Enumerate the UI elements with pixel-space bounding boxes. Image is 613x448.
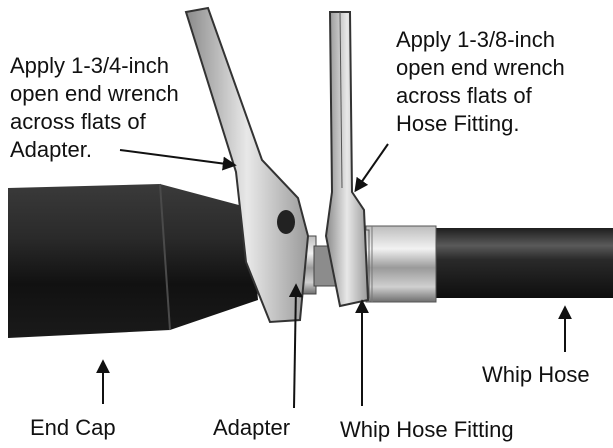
left-wrench [184,6,310,324]
end-cap [8,184,258,338]
whip-hose-fitting [365,225,437,303]
whip-hose-label: Whip Hose [482,362,590,387]
arrow-adapter-wrench [119,149,237,171]
end-cap-label: End Cap [30,415,116,440]
adapter-wrench-callout: Apply 1-3/4-inch open end wrench across … [10,53,179,162]
whip-hose [430,228,613,298]
fitting-wrench-callout: Apply 1-3/8-inch open end wrench across … [396,27,565,136]
adapter-label: Adapter [213,415,291,440]
arrow-adapter [288,283,303,409]
whip-hose-fitting-label: Whip Hose Fitting [340,417,514,442]
right-wrench [324,11,370,308]
arrow-fitting-wrench [354,143,389,193]
